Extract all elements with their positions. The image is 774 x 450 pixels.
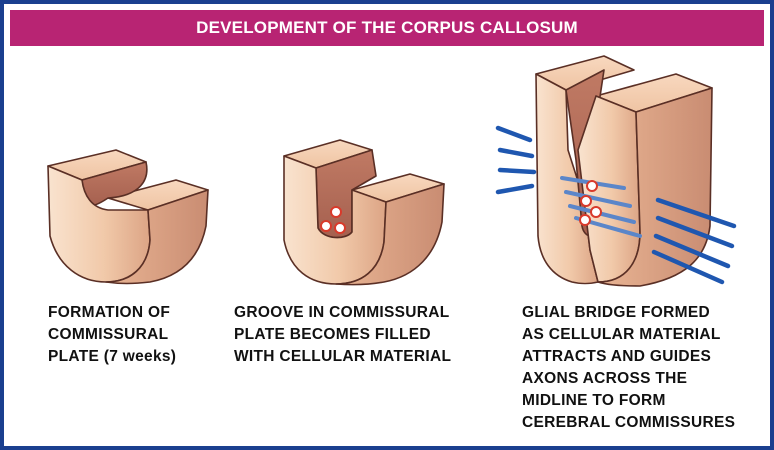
caption-line: WITH CELLULAR MATERIAL [234,348,452,365]
cellular-material [320,206,346,234]
caption-line: PLATE BECOMES FILLED [234,326,431,343]
caption-stage-1: FORMATION OF COMMISSURAL PLATE (7 weeks) [48,302,176,368]
glial-cells [579,180,602,226]
commissural-plate-block [47,149,209,285]
glial-bridge-block [535,55,713,287]
caption-line: GLIAL BRIDGE FORMED [522,304,710,321]
groove-filled-block [283,139,445,286]
axon-bundle-right [651,197,737,285]
caption-line: AS CELLULAR MATERIAL [522,326,721,343]
caption-line: CEREBRAL COMMISSURES [522,414,736,431]
diagram-title: DEVELOPMENT OF THE CORPUS CALLOSUM [10,10,764,46]
caption-line: PLATE (7 weeks) [48,348,177,365]
caption-stage-2: GROOVE IN COMMISSURAL PLATE BECOMES FILL… [234,302,451,368]
caption-line: COMMISSURAL [48,326,169,343]
caption-line: MIDLINE TO FORM [522,392,666,409]
axon-bundle-left [495,125,537,195]
caption-line: AXONS ACROSS THE [522,370,688,387]
caption-line: FORMATION OF [48,304,171,321]
caption-line: GROOVE IN COMMISSURAL [234,304,450,321]
caption-line: ATTRACTS AND GUIDES [522,348,712,365]
caption-stage-3: GLIAL BRIDGE FORMED AS CELLULAR MATERIAL… [522,302,735,434]
